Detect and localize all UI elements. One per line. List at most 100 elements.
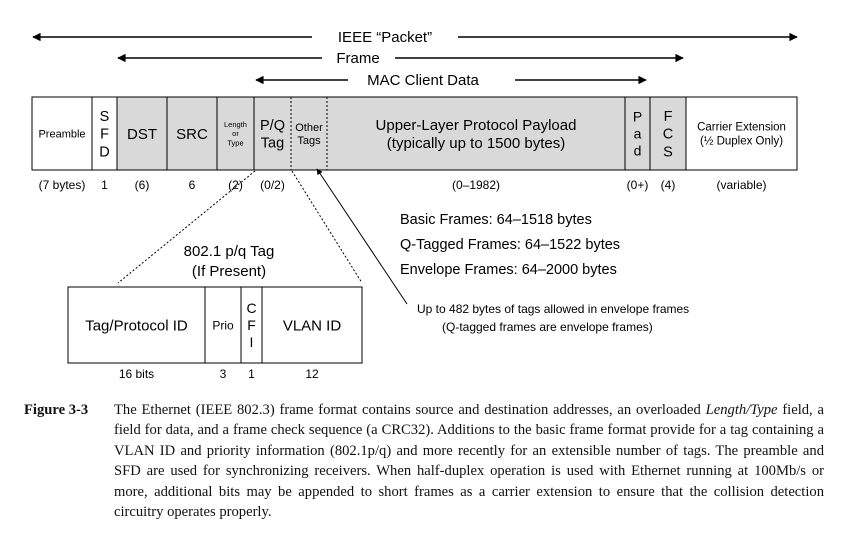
field-payload: Upper-Layer Protocol Payload(typically u…: [327, 97, 625, 170]
tag-field-vlan-id: VLAN ID: [261, 286, 363, 364]
field-src-label: SRC: [176, 126, 208, 143]
field-preamble-label: Preamble: [38, 128, 85, 140]
field-sizes: (7 bytes) 1 (6) 6 (2) (0/2) (0–1982) (0+) (4) (va…: [39, 178, 767, 192]
field-fcs-size: (4): [661, 178, 676, 192]
tag-expansion-line-right: [291, 170, 363, 284]
field-pad-label: d: [634, 143, 642, 159]
field-sfd-label: F: [100, 127, 109, 143]
mac-client-data-span: MAC Client Data: [255, 72, 647, 89]
field-preamble: Preamble: [32, 97, 92, 170]
field-pad-label: a: [634, 126, 642, 142]
field-sfd-box: [92, 97, 117, 170]
packet-span: IEEE “Packet”: [32, 29, 798, 46]
tag-note-line-2: (Q-tagged frames are envelope frames): [442, 320, 653, 334]
field-sfd: SFD: [92, 97, 117, 170]
field-carrier-extension-label: Carrier Extension: [697, 122, 786, 134]
frame-outline: [31, 96, 798, 171]
tag-note-pointer: [316, 168, 408, 305]
figure-caption: Figure 3-3 The Ethernet (IEEE 802.3) fra…: [24, 400, 824, 522]
tag-field-prio-box: [204, 286, 242, 364]
tag-fields: Tag/Protocol ID Prio CFI VLAN ID: [67, 286, 363, 364]
field-sfd-size: 1: [101, 178, 108, 192]
field-src-box: [167, 97, 217, 170]
frame-span-label: Frame: [336, 50, 379, 67]
frame-span: Frame: [117, 50, 684, 67]
field-dst: DST: [117, 97, 167, 170]
tag-field-tag-protocol-id-box: [67, 286, 206, 364]
field-other-tags-label: Other: [295, 122, 323, 134]
frame-size-list: Basic Frames: 64–1518 bytes Q-Tagged Fra…: [400, 212, 620, 278]
field-preamble-size: (7 bytes): [39, 178, 86, 192]
packet-span-label: IEEE “Packet”: [338, 29, 432, 46]
figure-caption-text: The Ethernet (IEEE 802.3) frame format c…: [114, 402, 824, 521]
tag-field-cfi-label: F: [247, 317, 256, 333]
field-pq-tag-label: Tag: [261, 136, 284, 152]
tag-field-vlan-id-bits: 12: [305, 367, 319, 381]
field-fcs: FCS: [650, 97, 686, 170]
field-dst-label: DST: [127, 126, 157, 143]
tag-title: 802.1 p/q Tag (If Present): [184, 243, 275, 280]
tag-title-line-1: 802.1 p/q Tag: [184, 243, 275, 260]
tag-title-line-2: (If Present): [192, 263, 266, 280]
field-sfd-label: S: [100, 109, 110, 125]
field-payload-box: [327, 97, 625, 170]
field-length-type-box: [217, 97, 254, 170]
field-carrier-extension-size: (variable): [716, 178, 766, 192]
tag-expansion-line-left: [117, 170, 256, 284]
tag-field-vlan-id-label: VLAN ID: [283, 317, 342, 334]
field-dst-size: (6): [135, 178, 150, 192]
field-pq-tag-label: P/Q: [260, 118, 285, 134]
field-fcs-label: F: [664, 109, 673, 125]
ethernet-frame-diagram: IEEE “Packet” Frame MAC Client Data Prea…: [31, 29, 798, 381]
field-payload-label: Upper-Layer Protocol Payload: [376, 117, 577, 134]
field-pq-tag-size: (0/2): [260, 178, 285, 192]
field-payload-label: (typically up to 1500 bytes): [387, 135, 565, 152]
frame-size-q-tagged: Q-Tagged Frames: 64–1522 bytes: [400, 237, 620, 253]
field-length-type-label: Length: [224, 120, 247, 129]
field-pq-tag: P/Q Tag: [254, 97, 291, 170]
tag-field-tag-protocol-id: Tag/Protocol ID: [67, 286, 206, 364]
frame-size-basic: Basic Frames: 64–1518 bytes: [400, 212, 592, 228]
tag-field-bits: 16 bits 3 1 12: [119, 367, 319, 381]
field-pq-tag-box: [254, 97, 291, 170]
mac-client-data-label: MAC Client Data: [367, 72, 479, 89]
field-pad-box: [625, 97, 650, 170]
frame-size-envelope: Envelope Frames: 64–2000 bytes: [400, 262, 617, 278]
tag-field-prio-bits: 3: [220, 367, 227, 381]
tag-field-cfi-label: I: [250, 334, 254, 350]
tag-field-cfi-bits: 1: [248, 367, 255, 381]
tag-field-tag-protocol-id-bits: 16 bits: [119, 367, 154, 381]
tag-note-line-1: Up to 482 bytes of tags allowed in envel…: [417, 302, 689, 316]
tag-field-prio: Prio: [204, 286, 242, 364]
field-dst-box: [117, 97, 167, 170]
tag-field-prio-label: Prio: [212, 318, 234, 332]
tag-field-tag-protocol-id-label: Tag/Protocol ID: [85, 317, 188, 334]
field-length-type-size: (2): [228, 178, 243, 192]
field-sfd-label: D: [99, 144, 109, 160]
field-carrier-extension: Carrier Extension (½ Duplex Only): [686, 97, 797, 170]
tag-field-cfi: CFI: [240, 286, 263, 364]
field-carrier-extension-label: (½ Duplex Only): [700, 136, 783, 148]
field-length-type-label: or: [232, 129, 239, 138]
field-fcs-label: C: [663, 127, 673, 143]
tag-note: Up to 482 bytes of tags allowed in envel…: [417, 302, 689, 334]
field-pad-size: (0+): [627, 178, 649, 192]
field-pad: Pad: [625, 97, 650, 170]
field-length-type-label: Type: [227, 138, 243, 147]
field-other-tags-box: [291, 97, 327, 170]
field-carrier-extension-box: [686, 97, 797, 170]
field-src: SRC: [167, 97, 217, 170]
tag-field-cfi-label: C: [246, 300, 256, 316]
figure-label: Figure 3-3: [24, 402, 89, 418]
tag-field-vlan-id-box: [261, 286, 363, 364]
field-src-size: 6: [189, 178, 196, 192]
field-fcs-label: S: [663, 144, 673, 160]
field-other-tags-label: Tags: [297, 135, 321, 147]
field-fcs-box: [650, 97, 686, 170]
field-pad-label: P: [633, 108, 642, 124]
field-payload-size: (0–1982): [452, 178, 500, 192]
field-preamble-box: [32, 97, 92, 170]
